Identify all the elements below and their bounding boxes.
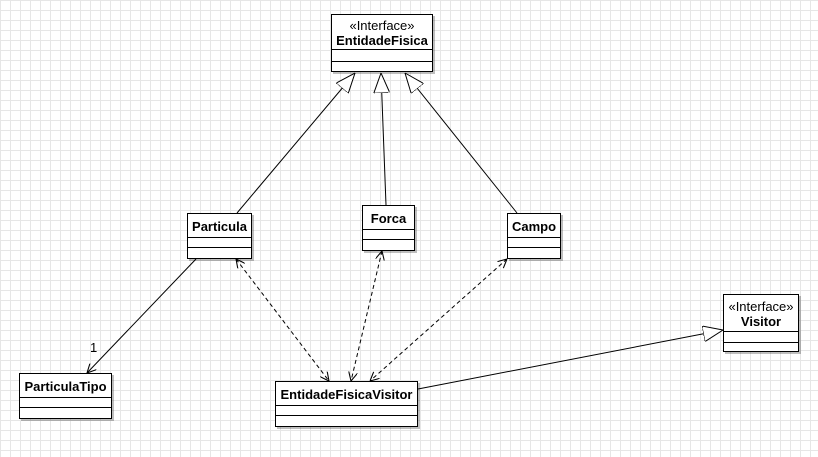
class-campo[interactable]: Campo: [507, 213, 561, 259]
stereotype-label: «Interface»: [728, 299, 794, 314]
operations-compartment: [363, 240, 414, 250]
operations-compartment: [332, 62, 432, 71]
realization-forca-entidadefisica[interactable]: [381, 73, 386, 206]
realization-campo-entidadefisica[interactable]: [405, 73, 518, 214]
class-name: Forca: [370, 211, 407, 226]
operations-compartment: [724, 343, 798, 352]
attributes-compartment: [20, 398, 111, 408]
attributes-compartment: [724, 332, 798, 343]
class-name: EntidadeFisica: [336, 33, 428, 48]
attributes-compartment: [332, 50, 432, 62]
stereotype-label: «Interface»: [349, 18, 415, 33]
multiplicity-label: 1: [90, 340, 98, 355]
association-particula-particulatipo[interactable]: [87, 258, 197, 373]
dependency-particula-visitor[interactable]: [236, 259, 329, 381]
operations-compartment: [276, 416, 417, 426]
class-particula-tipo[interactable]: ParticulaTipo: [19, 373, 112, 419]
class-name: Particula: [192, 219, 247, 234]
operations-compartment: [20, 408, 111, 418]
dependency-campo-visitor[interactable]: [370, 259, 507, 381]
operations-compartment: [508, 248, 560, 258]
class-name: ParticulaTipo: [24, 379, 107, 394]
dependency-forca-visitor[interactable]: [351, 251, 382, 381]
attributes-compartment: [508, 238, 560, 248]
attributes-compartment: [363, 230, 414, 240]
class-entidade-fisica[interactable]: «Interface» EntidadeFisica: [331, 14, 433, 72]
realization-visitor-interface[interactable]: [417, 330, 723, 390]
class-forca[interactable]: Forca: [362, 205, 415, 251]
class-visitor[interactable]: «Interface» Visitor: [723, 294, 799, 352]
class-name: Campo: [511, 219, 557, 234]
operations-compartment: [188, 248, 251, 258]
attributes-compartment: [188, 238, 251, 248]
attributes-compartment: [276, 406, 417, 416]
class-particula[interactable]: Particula: [187, 213, 252, 259]
class-entidade-fisica-visitor[interactable]: EntidadeFisicaVisitor: [275, 381, 418, 427]
class-name: EntidadeFisicaVisitor: [280, 387, 413, 402]
realization-particula-entidadefisica[interactable]: [236, 73, 355, 214]
class-name: Visitor: [740, 314, 782, 329]
